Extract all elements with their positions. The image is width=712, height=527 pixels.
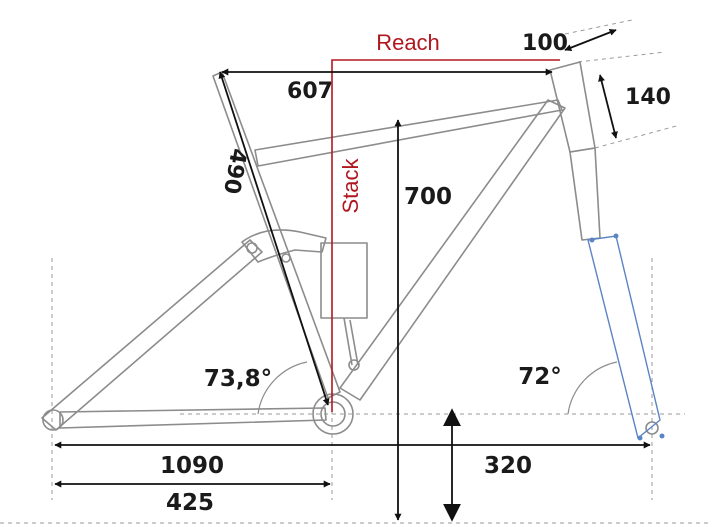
seat-tube-value: 490	[218, 146, 251, 196]
headtube-bottom-guide	[594, 124, 681, 149]
headtube-length-guide	[564, 19, 633, 35]
head-angle-arc	[567, 361, 618, 415]
rear-shock	[320, 242, 368, 319]
angle-arcs	[257, 361, 618, 415]
seat-tube	[212, 71, 341, 399]
headtube-length-arrow	[564, 29, 617, 51]
headtube-height-value: 140	[625, 85, 671, 110]
reach-stack-lines	[331, 59, 560, 412]
top-tube	[254, 99, 563, 167]
seat-tube-arrow	[218, 71, 330, 406]
stack-label: Stack	[338, 157, 363, 213]
headtube-height-arrow	[598, 74, 618, 139]
wheelbase-value: 1090	[160, 453, 224, 479]
fork-crown	[569, 147, 601, 241]
stack-value: 700	[404, 184, 452, 210]
bottom-bracket-inner	[320, 401, 346, 427]
front-center-value: 320	[484, 453, 532, 479]
fork-leg	[587, 235, 661, 440]
seat-stay	[41, 239, 263, 431]
headtube-length-value: 100	[522, 31, 568, 56]
seat-angle-value: 73,8°	[204, 366, 272, 392]
rocker-link	[241, 229, 327, 263]
chainstay-value: 425	[166, 490, 214, 516]
rear-dropout	[42, 409, 64, 431]
reach-value: 607	[287, 79, 333, 104]
bike-frame	[41, 61, 659, 435]
fork-lower	[587, 233, 665, 441]
headtube-top-guide	[577, 51, 666, 63]
bottom-bracket-outer	[312, 393, 354, 435]
reach-stack-line	[331, 59, 560, 412]
guide-lines	[0, 19, 712, 524]
chain-stay	[59, 407, 327, 429]
reach-label: Reach	[376, 30, 440, 55]
dimension-arrows	[54, 29, 651, 522]
head-tube	[549, 61, 596, 153]
front-axle	[645, 421, 659, 435]
head-angle-value: 72°	[518, 364, 562, 390]
